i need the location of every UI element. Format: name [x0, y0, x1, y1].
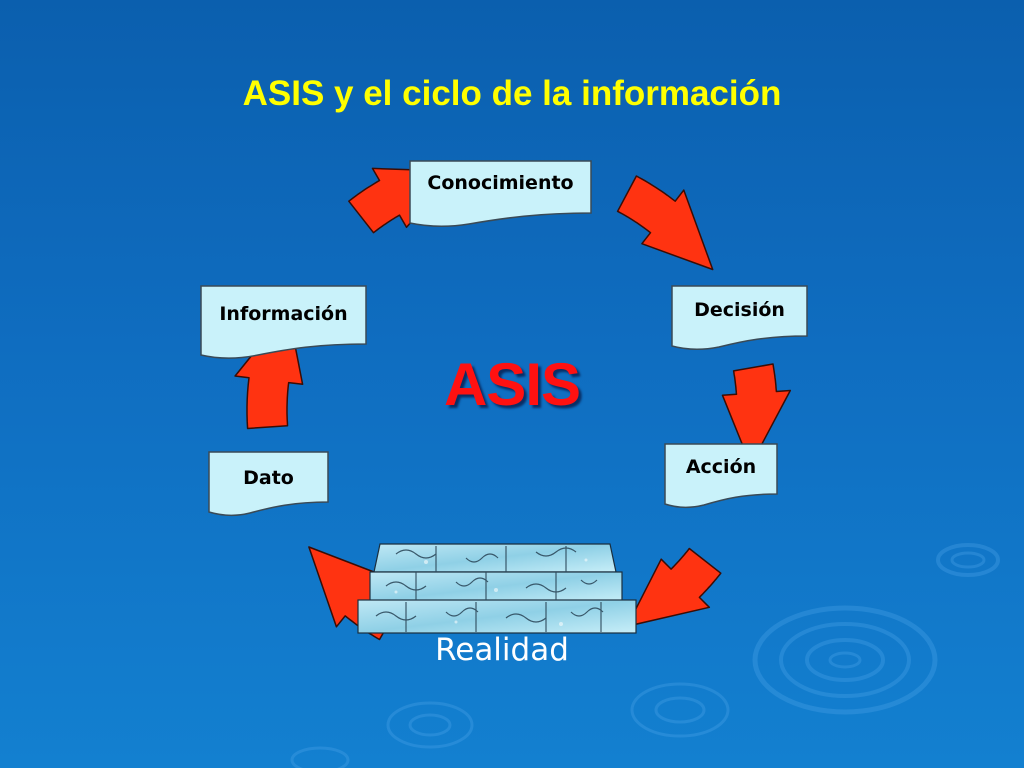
document-shape-icon [409, 160, 592, 227]
document-shape-icon [208, 451, 329, 516]
slide-title: ASIS y el ciclo de la información [242, 74, 782, 113]
node-label: Conocimiento [427, 172, 574, 194]
node-decision: Decisión [671, 285, 808, 351]
node-informacion: Información [200, 285, 367, 361]
reality-label: Realidad [435, 632, 569, 668]
node-label: Acción [685, 456, 757, 478]
node-dato: Dato [208, 451, 329, 517]
node-conocimiento: Conocimiento [409, 160, 592, 228]
curved-arrow-icon [616, 175, 714, 271]
document-shape-icon [200, 285, 367, 359]
document-shape-icon [671, 285, 808, 350]
curved-arrow-icon [626, 547, 722, 628]
center-label: ASIS [443, 351, 581, 418]
node-label: Información [219, 303, 348, 325]
node-accion: Acción [664, 443, 778, 509]
puzzle-stack-icon [357, 543, 637, 634]
curved-arrow-icon [721, 363, 792, 466]
node-label: Decisión [694, 299, 785, 321]
document-shape-icon [664, 443, 778, 508]
node-label: Dato [243, 467, 294, 489]
